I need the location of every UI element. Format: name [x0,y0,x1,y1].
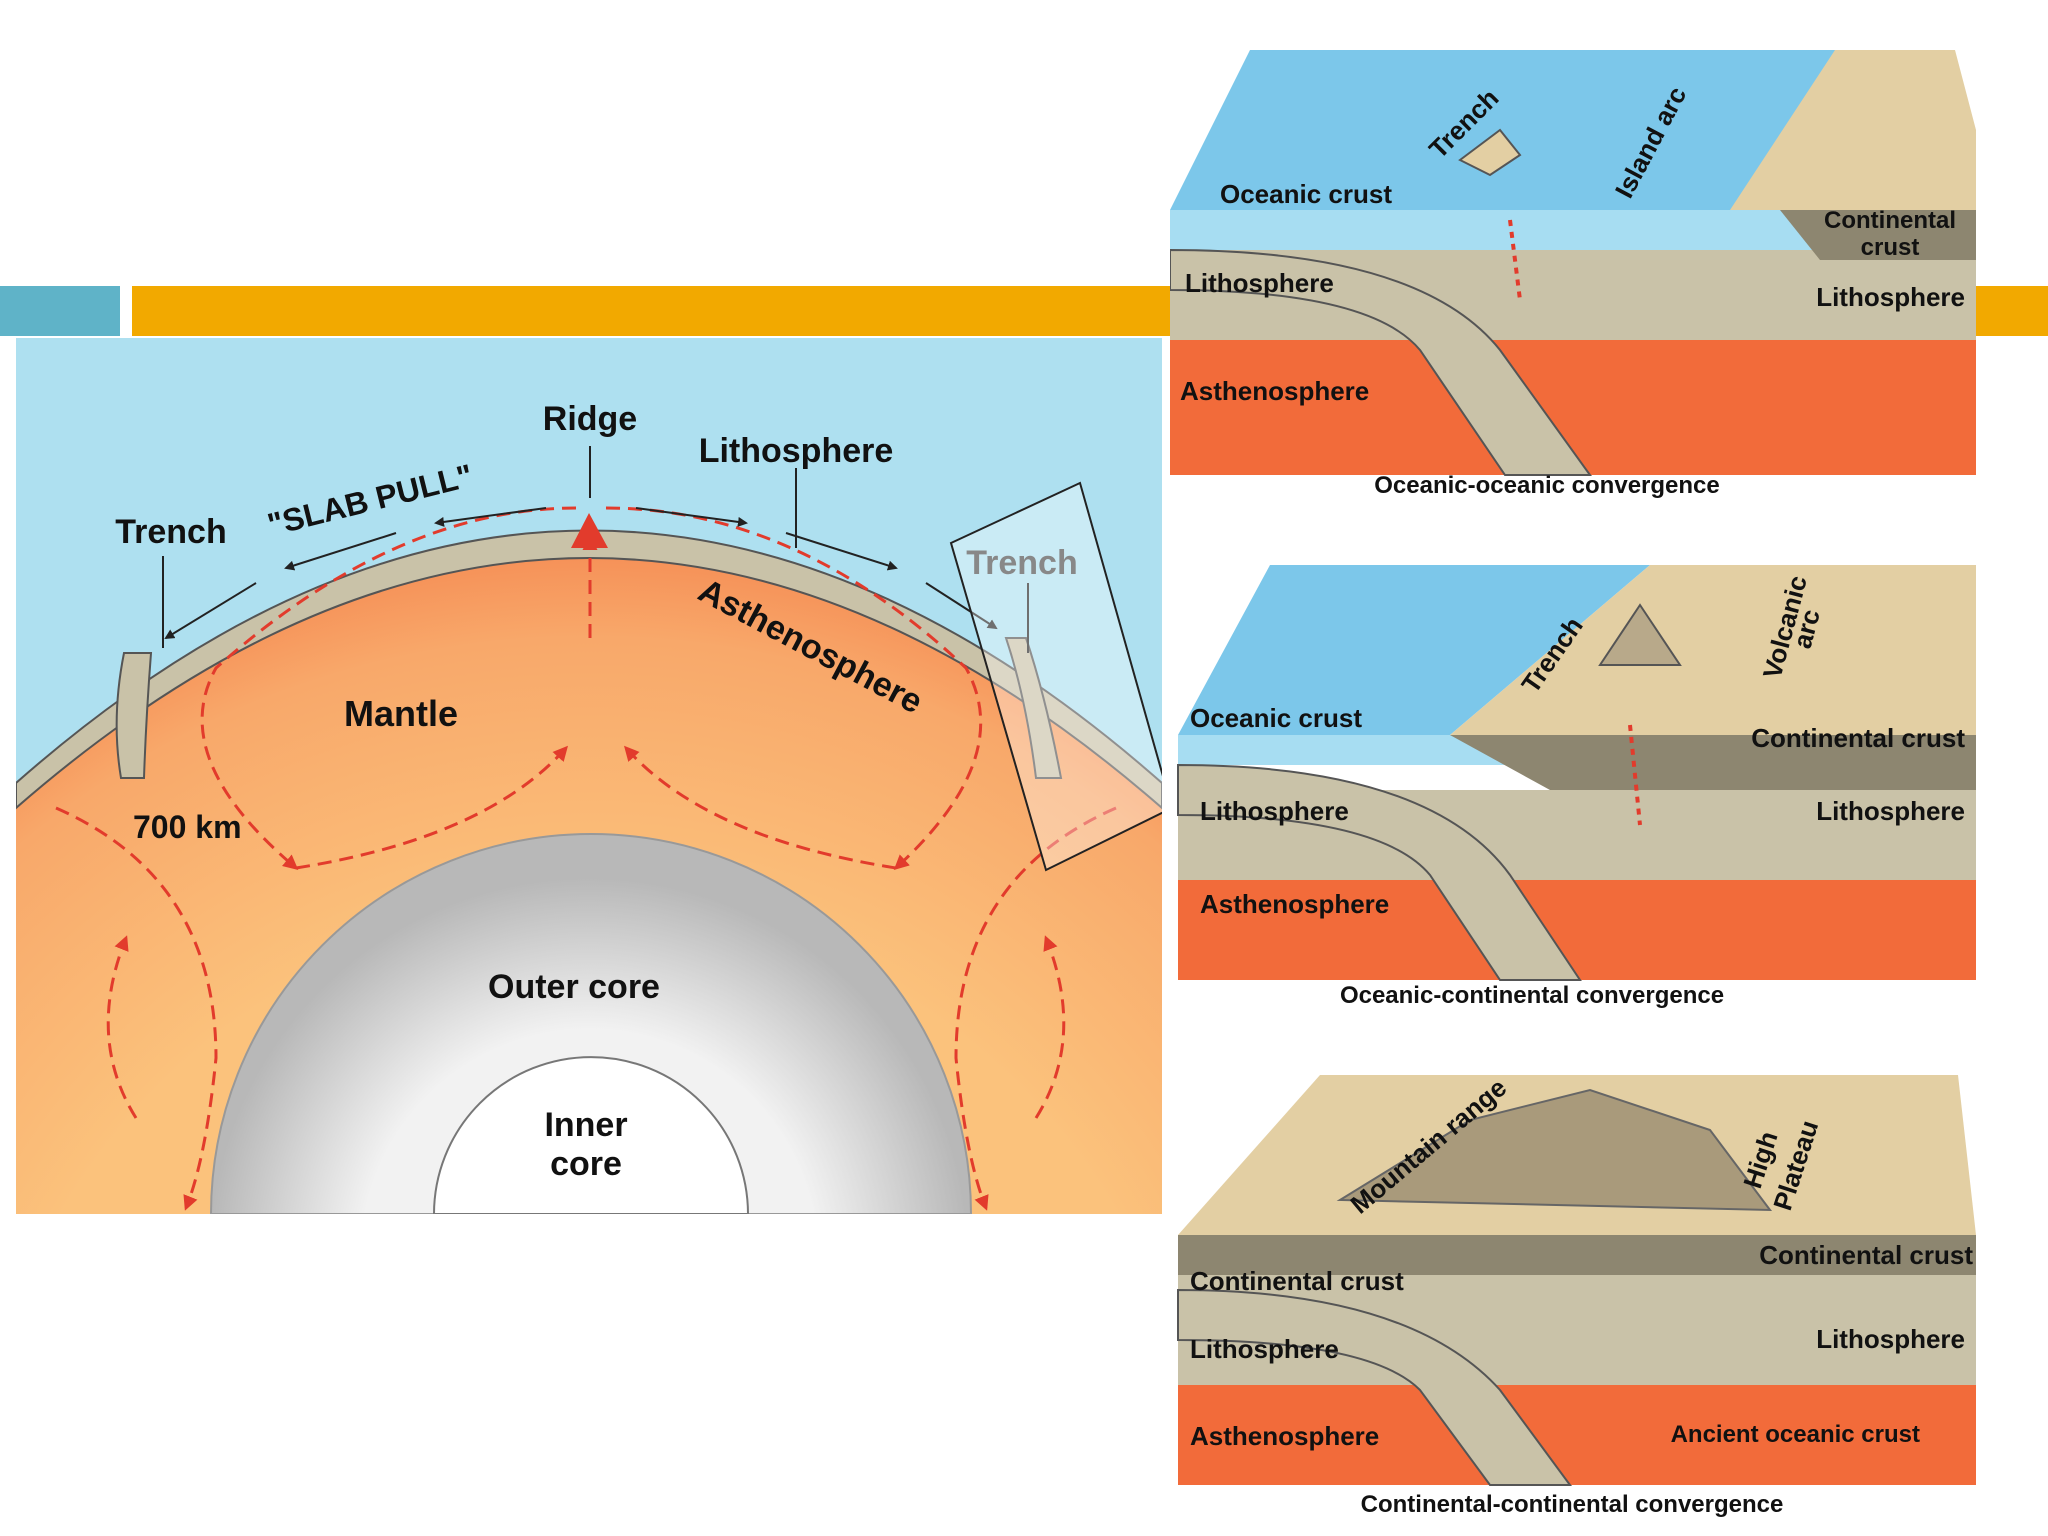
inner-core [432,1056,750,1214]
lithosphere-left-label: Lithosphere [1190,1334,1339,1364]
continental-crust-label-line2: crust [1861,234,1920,261]
right-subducting-slab [1004,637,1063,779]
ocean-surface [1178,565,1650,735]
oceanic-crust-label: Oceanic crust [1220,179,1392,209]
island [1458,128,1522,177]
oceanic-oceanic-panel: Oceanic crust Trench Island arc Continen… [1170,20,1990,510]
lithosphere-label: Lithosphere [699,432,894,470]
subducting-plate [1177,763,1582,981]
lithosphere-right-label: Lithosphere [1816,1324,1965,1354]
caption: Continental-continental convergence [1361,1491,1784,1518]
asthenosphere-layer [1178,880,1976,980]
magma-rise [1628,724,1642,826]
left-subducting-slab [115,652,153,779]
convection-arrows [55,506,1117,1211]
ocean-surface [1170,50,1935,210]
asthenosphere-label: Asthenosphere [1200,889,1389,919]
continental-crust-label-line1: Continental [1824,207,1956,234]
lithosphere-right-label: Lithosphere [1816,282,1965,312]
continental-crust-label: Continental crust [1751,723,1965,753]
asthenosphere-layer [1178,1385,1976,1485]
caption: Oceanic-continental convergence [1340,982,1724,1009]
asthenosphere-label: Asthenosphere [1190,1421,1379,1451]
mountain-range-relief [1336,1088,1773,1212]
continental-crust-block [1450,735,1976,790]
ridge-magma [571,513,608,548]
subducting-plate [1170,248,1592,476]
zoom-box [949,481,1162,872]
continental-crust-layer [1178,1235,1976,1275]
outer-core [209,833,973,1214]
lithosphere-left-label: Lithosphere [1185,268,1334,298]
trench-right-label: Trench [966,544,1077,582]
continental-continental-panel: Mountain range High Plateau Continental … [1170,1060,1990,1530]
depth-label: 700 km [133,809,242,845]
ancient-oceanic-crust-label: Ancient oceanic crust [1671,1421,1920,1448]
ridge-label: Ridge [543,400,637,438]
caption: Oceanic-oceanic convergence [1374,472,1720,499]
oceanic-continental-panel: Oceanic crust Trench Volcanic arc Contin… [1170,545,1990,1015]
land-surface [1450,565,1976,735]
plate-motion-arrows [164,507,998,640]
land-surface [1730,50,1976,210]
asthenosphere-label: Asthenosphere [1180,376,1369,406]
lithosphere-right-label: Lithosphere [1816,796,1965,826]
subducting-plate [1177,1288,1572,1486]
inner-core-label-line2: core [550,1145,622,1183]
continental-crust-block [1780,210,1976,260]
trench-left-label: Trench [115,513,226,551]
magma-rise [1508,219,1522,301]
lithosphere-left-label: Lithosphere [1200,796,1349,826]
oceanic-crust-label: Oceanic crust [1190,703,1362,733]
leader-lines [162,446,1029,653]
teal-accent-bar [0,286,120,336]
continental-crust-right-label: Continental crust [1759,1240,1973,1270]
continental-crust-left-label: Continental crust [1190,1266,1404,1296]
outer-core-label: Outer core [488,968,660,1006]
mantle-convection-diagram: Ridge Lithosphere Trench "SLAB PULL" Tre… [16,338,1162,1214]
inner-core-label-line1: Inner [544,1106,627,1144]
volcano-peak [1598,603,1682,666]
mantle-label: Mantle [344,693,458,734]
